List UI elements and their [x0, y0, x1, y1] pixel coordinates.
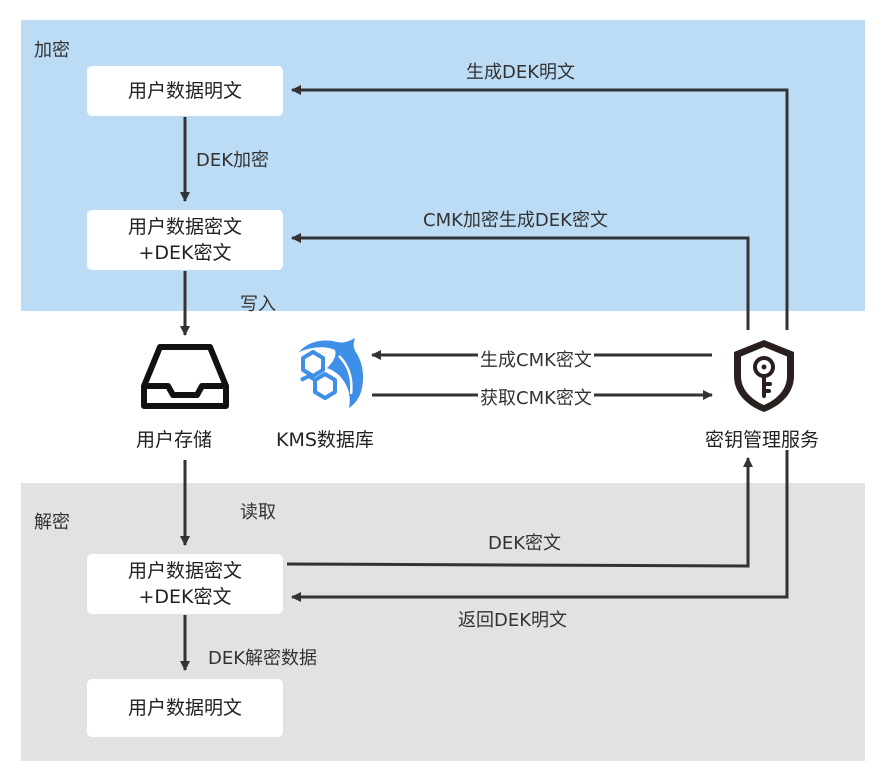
shield-key-icon	[734, 340, 794, 412]
arrow-cmk-gen-dek-cipher	[291, 233, 750, 330]
arrow-gen-dek-plain	[291, 85, 789, 330]
decrypt-plaintext-box: 用户数据明文	[87, 679, 283, 737]
dolphin-database-icon	[299, 338, 364, 408]
label-cmk-gen-dek-cipher: CMK加密生成DEK密文	[423, 210, 608, 231]
decrypt-ciphertext-box: 用户数据密文 +DEK密文	[87, 554, 283, 614]
node-user-storage-label: 用户存储	[136, 429, 213, 451]
encrypt-section-title: 加密	[34, 40, 70, 61]
label-get-cmk-cipher: 获取CMK密文	[478, 384, 594, 410]
label-dek-encrypt: DEK加密	[196, 150, 270, 171]
decrypt-section-title: 解密	[34, 512, 70, 533]
label-gen-dek-plain: 生成DEK明文	[466, 62, 576, 83]
node-key-service-label: 密钥管理服务	[705, 429, 820, 451]
encrypt-plaintext-box: 用户数据明文	[87, 66, 283, 116]
node-kms-db-label: KMS数据库	[276, 429, 374, 451]
arrow-dek-cipher	[286, 457, 753, 568]
inbox-tray-icon	[141, 344, 229, 409]
arrow-return-dek-plain	[291, 450, 789, 602]
label-write: 写入	[240, 294, 276, 315]
label-dek-decrypt: DEK解密数据	[208, 648, 318, 669]
label-dek-cipher: DEK密文	[488, 533, 562, 554]
label-gen-cmk-cipher: 生成CMK密文	[478, 346, 594, 372]
encrypt-ciphertext-box: 用户数据密文 +DEK密文	[87, 210, 283, 270]
label-read: 读取	[240, 502, 276, 523]
label-return-dek-plain: 返回DEK明文	[458, 610, 568, 631]
